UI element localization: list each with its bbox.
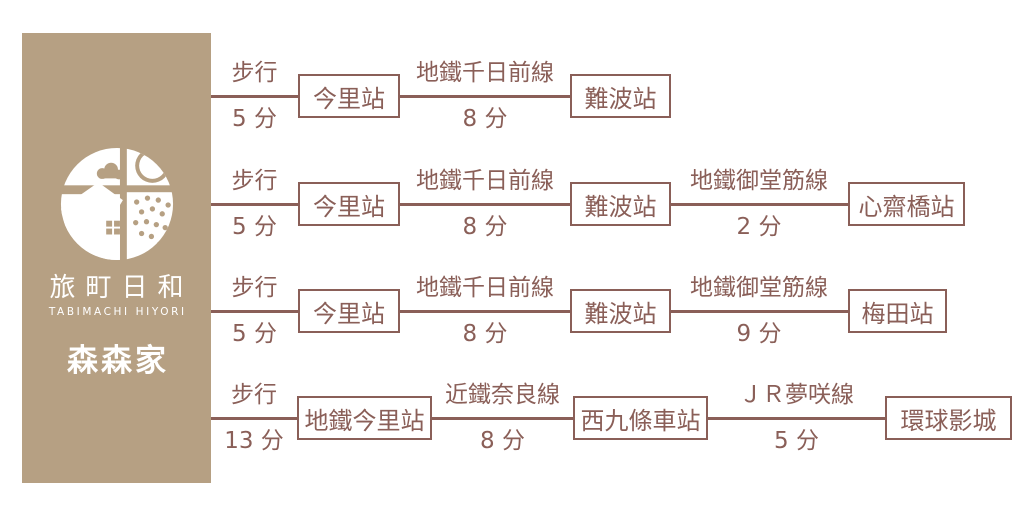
station-box: 難波站 xyxy=(570,289,671,333)
segment-line-label: ＪＲ夢咲線 xyxy=(739,382,854,408)
segment-time-label: 8 分 xyxy=(462,321,508,347)
station-box: 難波站 xyxy=(570,182,671,226)
station-box: 今里站 xyxy=(298,74,400,118)
station-box: 今里站 xyxy=(298,289,400,333)
cloud-icon xyxy=(96,162,124,180)
segment-time-label: 5 分 xyxy=(232,321,277,347)
segment-mode-label: 步行 xyxy=(231,275,278,301)
station-box: 地鐵今里站 xyxy=(297,396,432,440)
station-box: 環球影城 xyxy=(885,396,1012,440)
segment-time-label: 8 分 xyxy=(462,106,508,132)
station-box: 難波站 xyxy=(570,74,671,118)
house-window xyxy=(105,220,120,235)
house-roof xyxy=(60,182,123,215)
route-connector-line xyxy=(211,203,856,206)
segment-mode-label: 步行 xyxy=(231,168,278,194)
sun-icon xyxy=(138,152,166,179)
property-name: 森森家 xyxy=(67,342,169,379)
station-box: 西九條車站 xyxy=(573,396,708,440)
brand-title: 旅町日和 xyxy=(49,273,194,303)
segment-time-label: 9 分 xyxy=(736,321,782,347)
brand-subtitle: TABIMACHI HIYORI xyxy=(48,305,187,318)
segment-time-label: 5 分 xyxy=(232,106,277,132)
segment-mode-label: 步行 xyxy=(231,382,277,408)
station-box: 心齋橋站 xyxy=(848,182,965,226)
segment-time-label: 13 分 xyxy=(224,428,284,454)
segment-line-label: 地鐵千日前線 xyxy=(416,275,554,301)
segment-time-label: 8 分 xyxy=(480,428,525,454)
segment-line-label: 地鐵千日前線 xyxy=(416,60,554,86)
segment-line-label: 地鐵御堂筋線 xyxy=(690,275,828,301)
segment-time-label: 8 分 xyxy=(462,214,508,240)
segment-time-label: 5 分 xyxy=(232,214,277,240)
route-connector-line xyxy=(211,310,856,313)
station-box: 今里站 xyxy=(298,182,400,226)
brand-logo-icon xyxy=(60,147,173,261)
segment-time-label: 5 分 xyxy=(774,428,819,454)
brand-sidebar: 旅町日和 TABIMACHI HIYORI 森森家 xyxy=(22,33,211,483)
segment-line-label: 近鐵奈良線 xyxy=(445,382,560,408)
segment-line-label: 地鐵御堂筋線 xyxy=(690,168,828,194)
segment-time-label: 2 分 xyxy=(736,214,782,240)
station-box: 梅田站 xyxy=(848,289,947,333)
segment-line-label: 地鐵千日前線 xyxy=(416,168,554,194)
route-connector-line xyxy=(211,417,893,420)
segment-mode-label: 步行 xyxy=(231,60,278,86)
